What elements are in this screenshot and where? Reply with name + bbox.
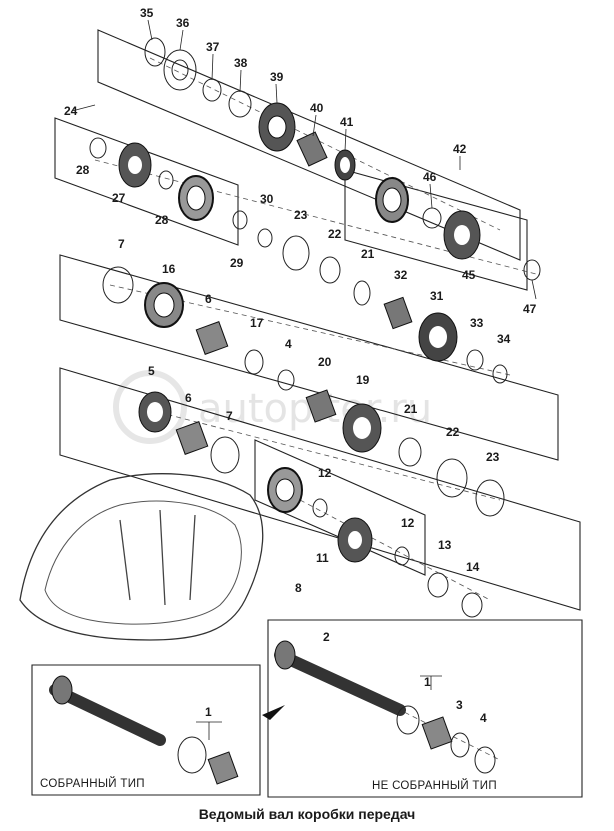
unassembled-type-box bbox=[267, 619, 583, 798]
callout-24: 24 bbox=[64, 104, 78, 118]
assembled-type-label: СОБРАННЫЙ ТИП bbox=[40, 777, 145, 790]
callout-27: 27 bbox=[112, 191, 126, 205]
callout-30: 30 bbox=[260, 192, 274, 206]
callout-38: 38 bbox=[234, 56, 248, 70]
callouts: 35 36 37 38 39 40 41 42 24 28 27 28 46 4… bbox=[64, 6, 537, 725]
group-box-42 bbox=[344, 169, 528, 291]
callout-19: 19 bbox=[356, 373, 370, 387]
callout-22b: 22 bbox=[446, 425, 460, 439]
callout-37: 37 bbox=[206, 40, 220, 54]
callout-28a: 28 bbox=[76, 163, 90, 177]
callout-14: 14 bbox=[466, 560, 480, 574]
group-box-row4 bbox=[59, 367, 581, 611]
callout-5: 5 bbox=[148, 364, 155, 378]
callout-23b: 23 bbox=[486, 450, 500, 464]
callout-16: 16 bbox=[162, 262, 176, 276]
diagram-caption: Ведомый вал коробки передач bbox=[198, 806, 416, 822]
callout-29: 29 bbox=[230, 256, 244, 270]
callout-21a: 21 bbox=[361, 247, 375, 261]
callout-6a: 6 bbox=[205, 292, 212, 306]
parts bbox=[19, 37, 583, 798]
callout-23a: 23 bbox=[294, 208, 308, 222]
callout-41: 41 bbox=[340, 115, 354, 129]
callout-21b: 21 bbox=[404, 402, 418, 416]
callout-35: 35 bbox=[140, 6, 154, 20]
callout-2: 2 bbox=[323, 630, 330, 644]
callout-32: 32 bbox=[394, 268, 408, 282]
callout-46: 46 bbox=[423, 170, 437, 184]
callout-13: 13 bbox=[438, 538, 452, 552]
callout-17: 17 bbox=[250, 316, 264, 330]
callout-39: 39 bbox=[270, 70, 284, 84]
group-box-8-sub bbox=[254, 439, 426, 576]
callout-1b: 1 bbox=[205, 705, 212, 719]
callout-4b: 4 bbox=[480, 711, 487, 725]
callout-31: 31 bbox=[430, 289, 444, 303]
callout-3: 3 bbox=[456, 698, 463, 712]
unassembled-type-label: НЕ СОБРАННЫЙ ТИП bbox=[372, 779, 497, 792]
callout-28b: 28 bbox=[155, 213, 169, 227]
callout-40: 40 bbox=[310, 101, 324, 115]
leader-lines bbox=[71, 19, 537, 740]
callout-33: 33 bbox=[470, 316, 484, 330]
callout-36: 36 bbox=[176, 16, 190, 30]
group-box-top bbox=[97, 29, 521, 261]
group-box-24 bbox=[54, 117, 239, 246]
callout-47: 47 bbox=[523, 302, 537, 316]
assembled-type-box bbox=[31, 664, 261, 796]
callout-1a: 1 bbox=[424, 675, 431, 689]
transmission-housing bbox=[19, 473, 264, 641]
callout-20: 20 bbox=[318, 355, 332, 369]
callout-42: 42 bbox=[453, 142, 467, 156]
callout-8: 8 bbox=[295, 581, 302, 595]
callout-22a: 22 bbox=[328, 227, 342, 241]
callout-34: 34 bbox=[497, 332, 511, 346]
callout-11: 11 bbox=[316, 551, 329, 565]
callout-4a: 4 bbox=[285, 337, 292, 351]
watermark: autopiter.ru bbox=[113, 370, 432, 444]
callout-45: 45 bbox=[462, 268, 476, 282]
callout-7b: 7 bbox=[226, 409, 233, 423]
callout-12a: 12 bbox=[318, 466, 332, 480]
callout-7a: 7 bbox=[118, 237, 125, 251]
callout-6b: 6 bbox=[185, 391, 192, 405]
callout-12b: 12 bbox=[401, 516, 415, 530]
